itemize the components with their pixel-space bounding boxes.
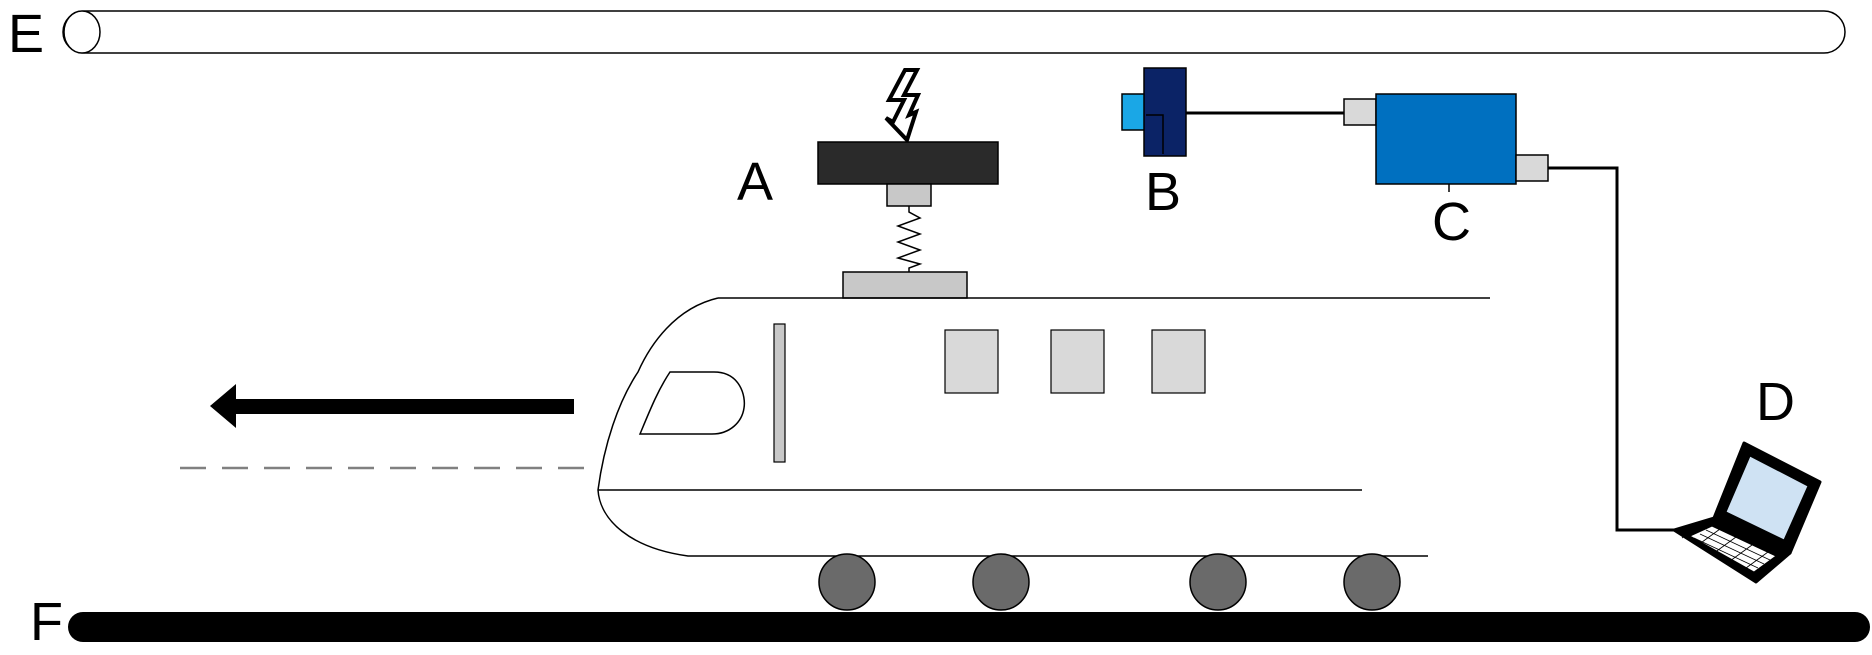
- pantograph-block: [886, 183, 932, 207]
- label-e: E: [8, 4, 44, 64]
- laptop-icon: [1672, 441, 1822, 584]
- lightning-icon: [884, 68, 922, 144]
- label-b: B: [1145, 162, 1181, 222]
- train: [597, 297, 1490, 611]
- processor-body: [1375, 93, 1517, 185]
- processor-left-connector: [1343, 98, 1377, 126]
- direction-arrow: [210, 384, 574, 428]
- overhead-contact-wire: [62, 10, 1846, 54]
- wheel-4: [1343, 553, 1401, 611]
- door-bar: [773, 323, 786, 463]
- laptop-screen: [1725, 455, 1809, 541]
- label-c: C: [1432, 192, 1471, 252]
- rail: [68, 612, 1870, 642]
- pantograph-spring: [895, 206, 923, 272]
- processing-unit: [1343, 93, 1549, 192]
- pantograph: [817, 68, 999, 299]
- camera-icon: [1121, 67, 1187, 157]
- label-f: F: [30, 592, 63, 652]
- window-3: [1151, 329, 1206, 394]
- processor-right-connector: [1515, 154, 1549, 182]
- window-1: [944, 329, 999, 394]
- label-d: D: [1756, 372, 1795, 432]
- wheel-2: [972, 553, 1030, 611]
- wheel-1: [818, 553, 876, 611]
- cab-window: [638, 371, 746, 435]
- window-2: [1050, 329, 1105, 394]
- label-a: A: [737, 152, 773, 212]
- pantograph-base: [842, 271, 968, 299]
- laptop-cable: [1548, 166, 1676, 532]
- laptop-keyboard: [1688, 525, 1777, 573]
- pantograph-head: [817, 141, 999, 185]
- camera-body: [1143, 67, 1187, 157]
- wheel-3: [1189, 553, 1247, 611]
- camera-lens: [1121, 93, 1147, 131]
